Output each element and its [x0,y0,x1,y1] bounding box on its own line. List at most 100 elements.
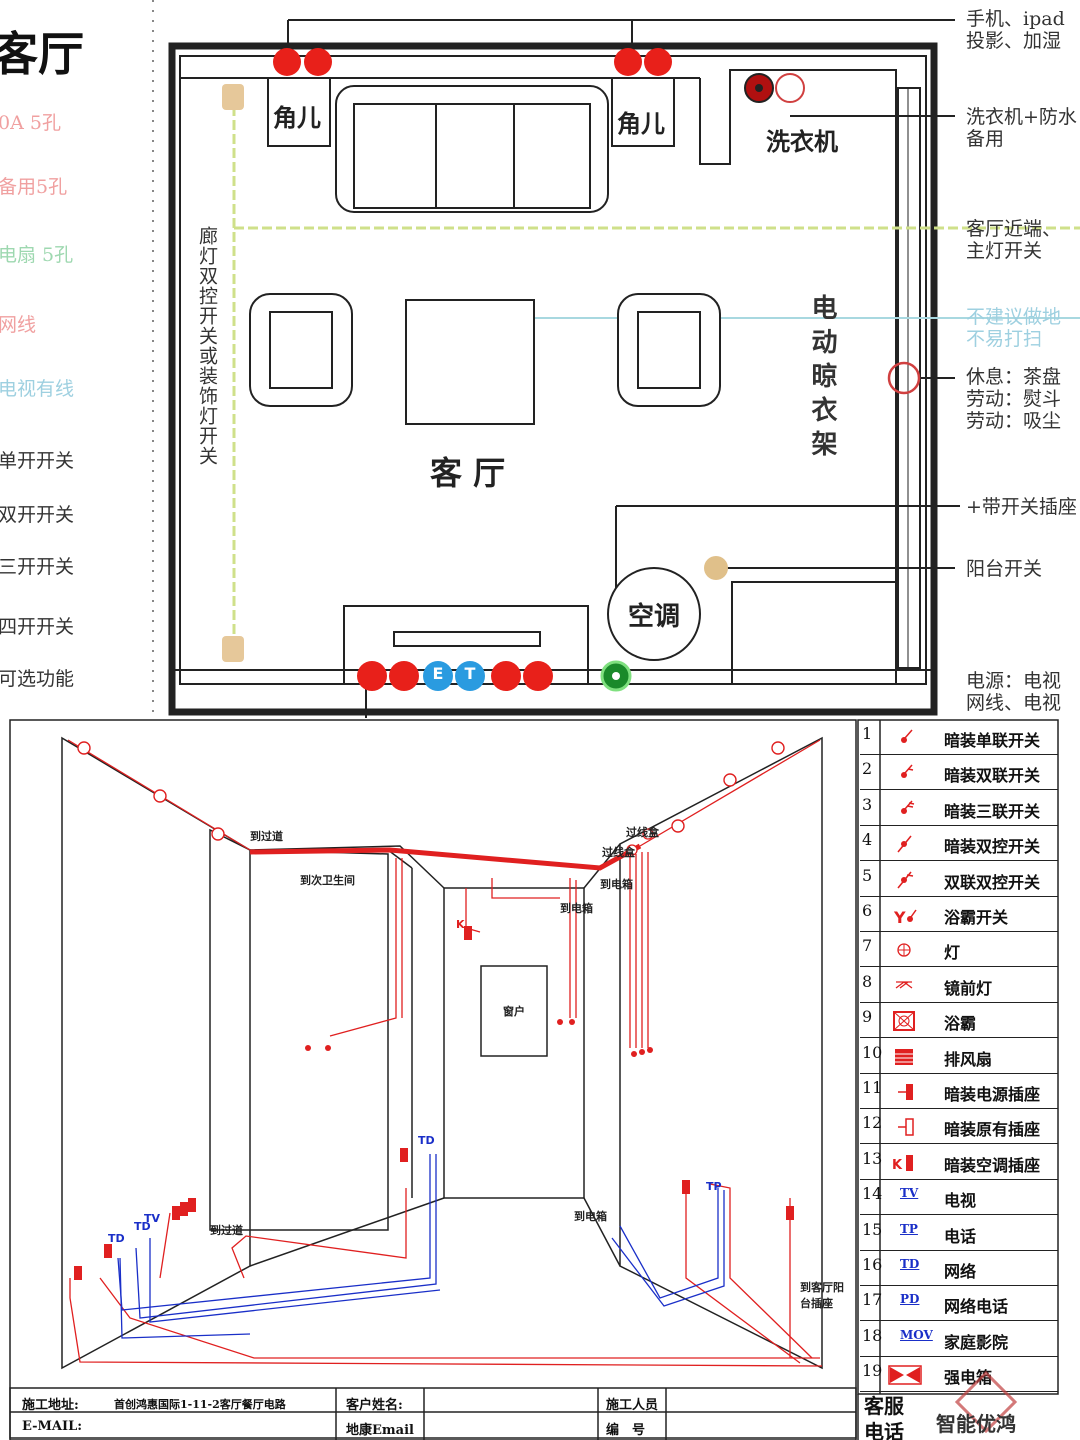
legend-text: 网络电话 [944,1297,1009,1317]
schematic-drawing [9,719,1059,1440]
to-panel-label: 到电箱 [600,878,633,891]
legend-number: 2 [862,759,873,779]
socket-markers [222,48,921,692]
left-label-6: 单开开关 [0,450,75,472]
legend-number: 17 [862,1290,883,1310]
home-theater-icon: MOV [886,1326,933,1352]
right-label-8: 电源：电视 网线、电视 [966,670,1062,714]
legend-number: 4 [862,830,873,850]
mirror-light-icon [886,972,926,998]
left-label-1: 0A 5孔 [0,112,61,134]
legend-number: 6 [862,901,873,920]
phone-socket-icon: TP [886,1220,926,1246]
legend-text: 暗装原有插座 [944,1120,1041,1140]
left-label-10: 可选功能 [0,668,75,690]
legend-number: 1 [862,724,873,743]
ceiling-lamp-icons [77,741,785,841]
junction-box-label: 过线盒 [626,826,659,839]
legend-text: 家庭影院 [944,1332,1009,1352]
network-socket-tag-2: TD [108,1232,125,1245]
window-label: 窗户 [503,1005,525,1018]
legend-number: 3 [862,794,873,814]
legend-number: 19 [862,1361,883,1381]
left-label-9: 四开开关 [0,616,75,638]
network-socket-tag: TD [418,1134,435,1147]
legend-text: 暗装单联开关 [944,731,1041,750]
legend-text: 暗装电源插座 [944,1085,1041,1104]
legend-number: 10 [862,1042,883,1062]
to-balcony-socket-label: 到客厅阳 台插座 [800,1281,844,1310]
page-title: 客厅 [0,27,84,81]
single-switch-icon [886,724,926,750]
switch-icon [222,84,244,110]
left-label-4: 网线 [0,314,37,336]
legend-text: 浴霸 [944,1014,977,1034]
legend-symbol-text: TD [900,1257,920,1271]
existing-socket-icon [886,1113,926,1139]
legend-row: 1 暗装单联开关 [860,720,1058,755]
legend-symbol-text: TP [900,1221,918,1236]
svg-text:K: K [892,1158,903,1173]
legend-text: 灯 [944,943,961,963]
socket-icon [357,661,387,691]
bath-heater-switch-icon: Y [886,901,926,927]
left-label-2: 备用5孔 [0,176,68,198]
corner-table-left-label: 角儿 [273,103,321,132]
legend-text: 镜前灯 [944,978,993,998]
client-name-label: 客户姓名: [346,1398,403,1413]
legend-text: 浴霸开关 [944,908,1009,927]
legend-symbol-text: PD [900,1292,920,1307]
legend-text: 排风扇 [944,1049,993,1069]
socket-icon [304,48,332,76]
socket-icon [389,661,419,691]
crew-label: 施工人员 [606,1398,659,1413]
legend-number: 12 [862,1113,883,1133]
network-socket-icon: TD [886,1255,926,1281]
legend-text: 电话 [944,1226,977,1246]
legend-text: 暗装双控开关 [944,837,1041,857]
legend-symbol-text: TV [900,1186,919,1201]
corner-table-right-label: 角儿 [617,109,665,138]
client-name-value: 地康Email [346,1423,414,1438]
clothes-hanger-vertical-label: 电动晾衣架 [807,294,837,464]
exhaust-fan-icon [886,1043,926,1069]
double-switch-icon [886,759,926,785]
bath-heater-icon [886,1007,926,1033]
legend-text: 暗装空调插座 [944,1155,1041,1175]
svg-text:Y: Y [893,908,906,927]
to-corridor-bottom-label: 到过道 [210,1224,243,1237]
service-label: 客服 [864,1394,904,1418]
legend-text: 双联双控开关 [944,872,1041,892]
socket-icon [644,48,672,76]
site-address-value: 首创鸿惠国际1-11-2客厅餐厅电路 [114,1398,286,1411]
washer-label: 洗衣机 [766,127,838,156]
legend-number: 9 [862,1007,873,1027]
floor-plan-drawing [152,0,1080,718]
right-label-3: 客厅近端、 主灯开关 [966,218,1062,262]
right-label-5: 休息：茶盘 劳动：熨斗 劳动：吸尘 [966,366,1062,432]
legend-number: 11 [862,1078,883,1097]
socket-icon [523,661,553,691]
legend-number: 14 [862,1184,883,1204]
e-socket-label: E [432,664,444,683]
right-label-1: 手机、ipad 投影、加湿 [966,8,1065,52]
corridor-switch-vertical-label: 廊灯双控开关或装饰灯开关 [196,226,218,466]
legend-number: 5 [862,865,873,885]
double-two-way-switch-icon [886,866,926,892]
legend-number: 13 [862,1148,883,1168]
legend-row: 6 Y 浴霸开关 [860,897,1058,932]
power-socket-icon [886,1078,926,1104]
left-label-5: 电视有线 [0,378,75,400]
legend-number: 8 [862,971,873,991]
net-phone-socket-icon: PD [886,1290,926,1316]
balcony-switch-icon [704,556,728,580]
legend-text: 电视 [944,1191,977,1211]
wiring-schematic: 到过道 到次卫生间 过线盒 过线盒 到电箱 到电箱 窗户 到过道 到电箱 到客厅… [0,718,1080,1440]
site-address-label: 施工地址: [22,1398,79,1413]
ac-label: 空调 [628,602,681,632]
